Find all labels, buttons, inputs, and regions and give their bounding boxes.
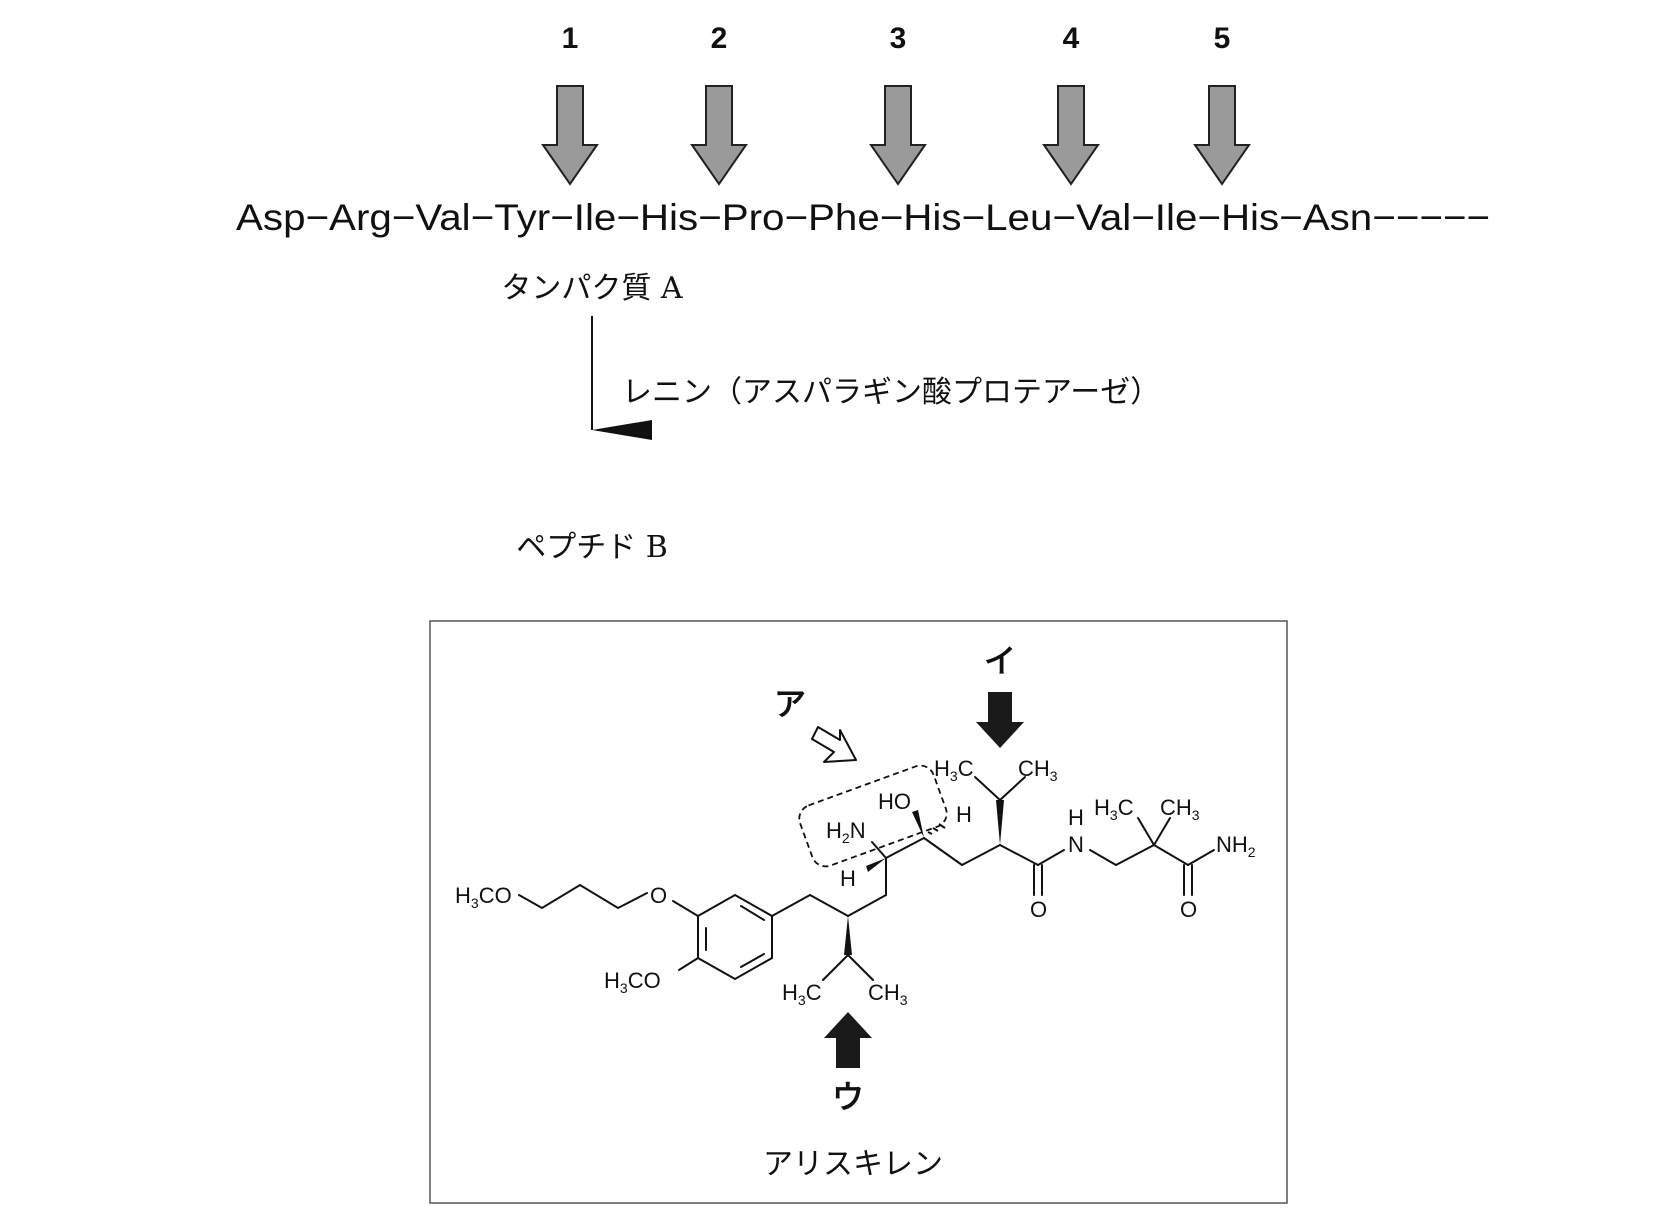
site-label-1: 1 [562,22,579,55]
atom-h3co-top: H3CO [455,883,512,911]
atom-ch3-gem: CH3 [1160,795,1200,823]
atom-o-amide1: O [1030,897,1047,922]
cleavage-arrow-3 [869,85,927,186]
atom-ho: HO [878,789,911,814]
atom-ch3-bottom: CH3 [868,980,908,1008]
cleavage-site-numbers: 1 2 3 4 5 [562,22,1231,55]
atom-nh2: NH2 [1216,832,1256,860]
aliskiren-frame [429,620,1288,1204]
site-label-5: 5 [1214,22,1231,55]
cleavage-arrow-1 [541,85,599,186]
highlight-box-a [798,764,948,868]
atom-h3c-gem: H3C [1094,795,1134,823]
compound-name: アリスキレン [763,1147,943,1182]
peptide-sequence: Asp−Arg−Val−Tyr−Ile−His−Pro−Phe−His−Leu−… [236,197,1490,238]
cleavage-arrow-2 [690,85,748,186]
protein-a-label: タンパク質 A [501,271,683,306]
atom-h3c-bottom: H3C [782,980,822,1008]
black-arrow-i [976,692,1024,748]
site-label-3: 3 [890,22,907,55]
site-label-2: 2 [711,22,728,55]
wedge-bond-h-left [866,858,886,872]
stereo-bonds [844,800,1004,955]
open-arrow-a [811,726,857,763]
atom-nh-h: H [1068,805,1084,830]
atom-h3c-top: H3C [934,756,974,784]
arrow-label-a: ア [774,685,806,723]
atom-h-left: H [840,866,856,891]
atom-o-ether: O [650,883,667,908]
atom-o-amide2: O [1180,897,1197,922]
arrow-label-i: イ [984,642,1016,680]
cleavage-arrow-4 [1042,85,1100,186]
atom-ch3-top: CH3 [1018,756,1058,784]
cleavage-arrow-5 [1193,85,1251,186]
aliskiren-bonds [518,776,1215,981]
atom-labels: H3CO O H3CO H2N HO H H H3C CH3 H N O H3C… [455,756,1256,1008]
atom-h2n: H2N [826,818,866,846]
cleavage-arrows [541,85,1251,186]
site-label-4: 4 [1063,22,1080,55]
black-arrow-u [824,1012,872,1068]
wedge-bond-lower [844,916,852,955]
atom-nh-n: N [1068,832,1084,857]
peptide-b-label: ペプチド B [516,530,668,565]
atom-h-right: H [956,802,972,827]
wedge-bond-upper [996,800,1004,845]
arrow-label-u: ウ [832,1078,864,1116]
wedge-bond-ho [912,810,924,838]
atom-h3co-bottom: H3CO [604,968,661,996]
enzyme-label: レニン（アスパラギン酸プロテアーゼ） [622,375,1160,410]
